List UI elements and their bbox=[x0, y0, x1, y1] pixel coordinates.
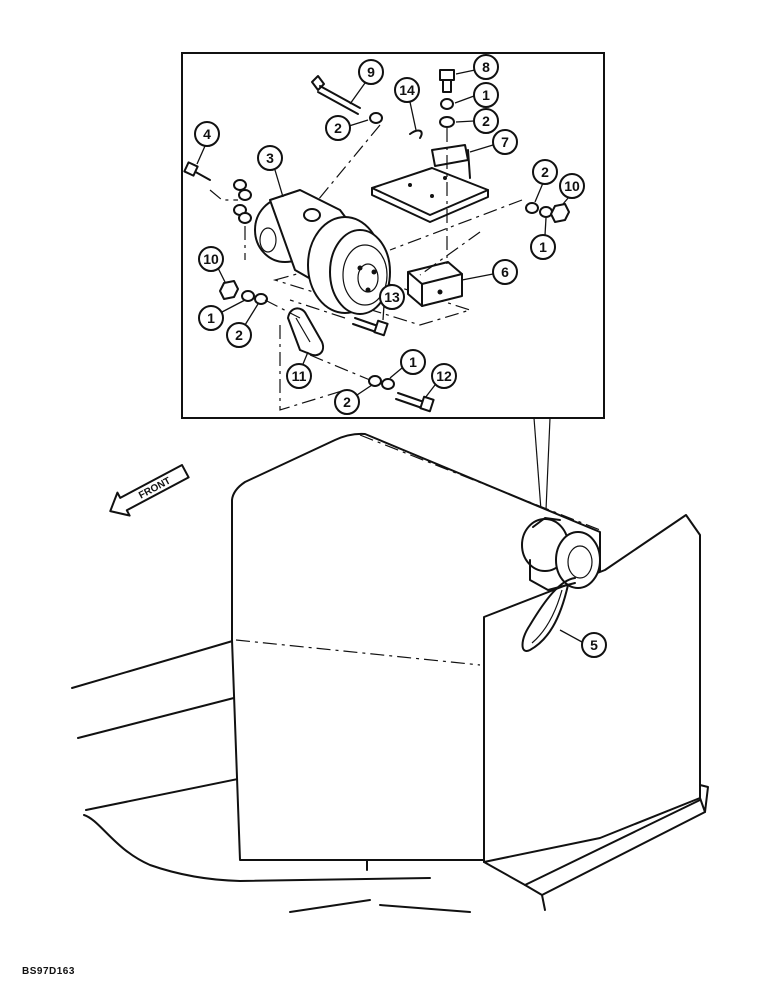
link-11 bbox=[287, 307, 324, 357]
svg-text:3: 3 bbox=[266, 150, 274, 166]
svg-text:2: 2 bbox=[343, 394, 351, 410]
fittings bbox=[183, 161, 252, 224]
svg-text:2: 2 bbox=[482, 113, 490, 129]
callout: 5 bbox=[581, 632, 607, 658]
svg-text:14: 14 bbox=[399, 82, 415, 98]
callout: 2 bbox=[473, 108, 499, 134]
svg-text:1: 1 bbox=[482, 87, 490, 103]
bracket-7 bbox=[371, 144, 489, 223]
block-6 bbox=[407, 261, 463, 307]
callout: 13 bbox=[379, 284, 405, 310]
callout: 1 bbox=[400, 349, 426, 375]
callout: 2 bbox=[532, 159, 558, 185]
callout: 8 bbox=[473, 54, 499, 80]
callout: 14 bbox=[394, 77, 420, 103]
callout: 6 bbox=[492, 259, 518, 285]
callout: 12 bbox=[431, 363, 457, 389]
callouts: 9 8 14 1 2 2 7 4 3 2 10 1 6 bbox=[194, 54, 607, 658]
bolt-8 bbox=[439, 69, 455, 93]
svg-text:8: 8 bbox=[482, 59, 490, 75]
callout: 1 bbox=[530, 234, 556, 260]
svg-text:11: 11 bbox=[292, 368, 307, 384]
svg-text:12: 12 bbox=[436, 368, 452, 384]
bolt-9 bbox=[311, 75, 361, 115]
callout: 4 bbox=[194, 121, 220, 147]
callout: 1 bbox=[198, 305, 224, 331]
machine-body bbox=[71, 432, 709, 913]
svg-text:5: 5 bbox=[590, 637, 598, 653]
callout: 2 bbox=[325, 115, 351, 141]
bolt-13 bbox=[352, 317, 389, 337]
callout: 2 bbox=[226, 322, 252, 348]
callout: 1 bbox=[473, 82, 499, 108]
callout: 7 bbox=[492, 129, 518, 155]
svg-text:1: 1 bbox=[539, 239, 547, 255]
svg-text:2: 2 bbox=[334, 120, 342, 136]
svg-text:10: 10 bbox=[203, 251, 219, 267]
svg-text:1: 1 bbox=[409, 354, 417, 370]
svg-text:2: 2 bbox=[541, 164, 549, 180]
svg-text:7: 7 bbox=[501, 134, 509, 150]
svg-text:10: 10 bbox=[564, 178, 580, 194]
svg-text:2: 2 bbox=[235, 327, 243, 343]
callout: 3 bbox=[257, 145, 283, 171]
callout: 10 bbox=[559, 173, 585, 199]
detail-parts bbox=[183, 69, 570, 413]
callout: 11 bbox=[286, 363, 312, 389]
svg-text:6: 6 bbox=[501, 264, 509, 280]
svg-text:9: 9 bbox=[367, 64, 375, 80]
compressor-on-machine bbox=[521, 517, 601, 652]
bolt-12 bbox=[395, 392, 435, 413]
figure-code: BS97D163 bbox=[22, 966, 75, 977]
compressor bbox=[254, 189, 391, 315]
callout: 10 bbox=[198, 246, 224, 272]
svg-text:13: 13 bbox=[384, 289, 400, 305]
callout: 2 bbox=[334, 389, 360, 415]
svg-text:4: 4 bbox=[203, 126, 211, 142]
svg-text:1: 1 bbox=[207, 310, 215, 326]
detail-pointer-lines bbox=[533, 417, 551, 511]
detail-frame bbox=[181, 52, 605, 419]
callout: 9 bbox=[358, 59, 384, 85]
front-arrow: FRONT bbox=[109, 464, 190, 517]
